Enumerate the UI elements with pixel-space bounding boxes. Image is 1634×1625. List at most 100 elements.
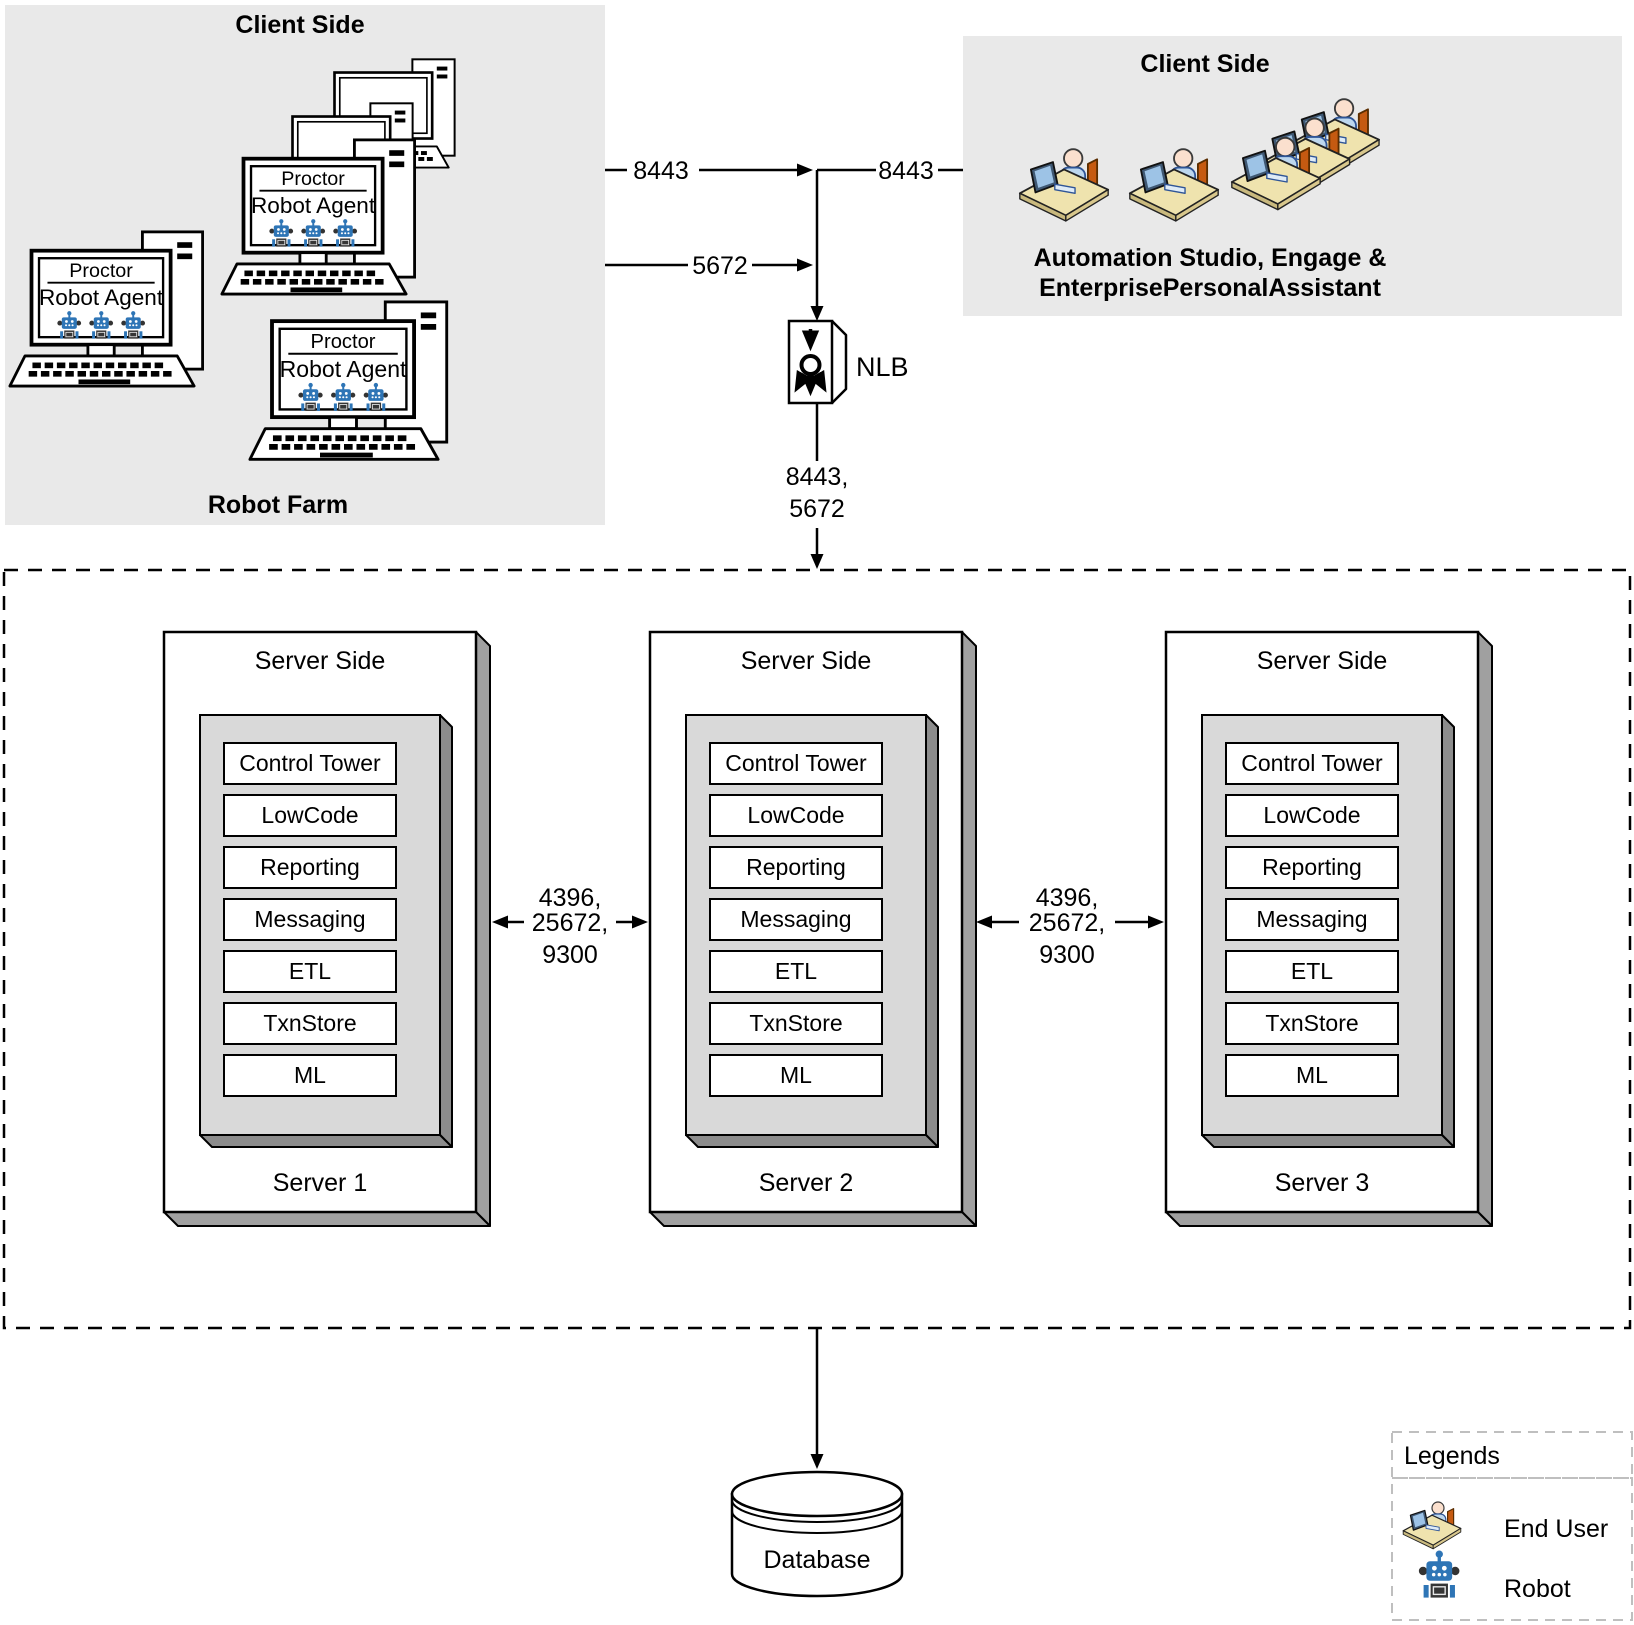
port-label-8443-left: 8443: [633, 157, 689, 185]
server-side-title: Server Side: [741, 647, 872, 675]
component-label: Control Tower: [239, 750, 381, 776]
arrowhead-right: [632, 915, 648, 929]
component-label: Reporting: [1262, 854, 1362, 880]
component-label: Control Tower: [1241, 750, 1383, 776]
component-box: ETL: [223, 950, 397, 993]
component-box: Messaging: [709, 898, 883, 941]
legend-end-user-icon: [1402, 1501, 1462, 1550]
component-box: Control Tower: [709, 742, 883, 785]
server2-server3-link: 4396, 25672, 9300: [976, 884, 1164, 969]
port-label-5672: 5672: [692, 252, 748, 280]
workstation-agent-2: [10, 232, 203, 386]
nlb-label: NLB: [856, 352, 909, 382]
component-box: Messaging: [1225, 898, 1399, 941]
server-farm-boundary: [2, 568, 1632, 1330]
cluster-port-line3: 9300: [1039, 941, 1095, 969]
arrowhead-down: [810, 1454, 824, 1469]
component-label: ML: [780, 1062, 812, 1088]
component-label: ETL: [289, 958, 331, 984]
component-box: Control Tower: [1225, 742, 1399, 785]
right-panel-caption-line1: Automation Studio, Engage &: [1034, 244, 1387, 272]
component-box: LowCode: [1225, 794, 1399, 837]
component-label: ETL: [775, 958, 817, 984]
component-label: LowCode: [261, 802, 358, 828]
component-label: Reporting: [746, 854, 846, 880]
component-box: ETL: [709, 950, 883, 993]
cluster-port-line1: 4396,: [539, 884, 602, 912]
legend-items-box: [1391, 1477, 1633, 1621]
nlb-to-servers-connector: 8443, 5672: [786, 403, 849, 569]
component-box: Reporting: [1225, 846, 1399, 889]
cluster-port-line2: 25672,: [1029, 909, 1105, 937]
arrowhead-down: [810, 554, 824, 569]
component-box: Reporting: [709, 846, 883, 889]
legend-end-user-label: End User: [1504, 1515, 1608, 1543]
cluster-port-line3: 9300: [542, 941, 598, 969]
server-side-title: Server Side: [1257, 647, 1388, 675]
legend-title-box: [1391, 1431, 1633, 1479]
client-side-end-users-panel: Client Side Automation Studio, Engage & …: [963, 36, 1622, 316]
arrowhead-left: [976, 915, 992, 929]
database-label: Database: [763, 1546, 870, 1574]
component-label: Messaging: [254, 906, 365, 932]
server-3: Server Side Control Tower LowCode Report…: [1164, 630, 1493, 1227]
trunk-port-label-line2: 5672: [789, 495, 845, 523]
load-balancer-icon: [794, 329, 827, 397]
server-name: Server 2: [759, 1169, 853, 1197]
arrowhead-right: [797, 258, 813, 272]
server-1: Server Side Control Tower LowCode Report…: [162, 630, 491, 1227]
component-box: TxnStore: [709, 1002, 883, 1045]
component-box: LowCode: [223, 794, 397, 837]
database: Database: [730, 1329, 904, 1598]
arrowhead-left: [492, 915, 508, 929]
component-label: LowCode: [1263, 802, 1360, 828]
component-label: TxnStore: [1265, 1010, 1358, 1036]
component-box: ETL: [1225, 950, 1399, 993]
component-box: TxnStore: [1225, 1002, 1399, 1045]
arrowhead-right: [1148, 915, 1164, 929]
component-box: ML: [709, 1054, 883, 1097]
server1-server2-link: 4396, 25672, 9300: [492, 884, 648, 969]
workstation-agent-1: [222, 140, 415, 294]
port-label-8443-right: 8443: [878, 157, 934, 185]
server-2: Server Side Control Tower LowCode Report…: [648, 630, 977, 1227]
component-box: ML: [1225, 1054, 1399, 1097]
legend-robot-icon: [1418, 1549, 1461, 1599]
server-side-title: Server Side: [255, 647, 386, 675]
component-label: LowCode: [747, 802, 844, 828]
component-label: Reporting: [260, 854, 360, 880]
component-label: Messaging: [740, 906, 851, 932]
component-box: LowCode: [709, 794, 883, 837]
component-box: ML: [223, 1054, 397, 1097]
robot-farm-caption: Robot Farm: [208, 491, 348, 519]
client-to-nlb-connectors: 8443 8443 5672: [605, 157, 963, 321]
arrowhead-right: [797, 163, 813, 177]
component-label: TxnStore: [749, 1010, 842, 1036]
workstation-agent-3: [250, 302, 447, 459]
server-name: Server 1: [273, 1169, 367, 1197]
right-panel-caption-line2: EnterprisePersonalAssistant: [1039, 274, 1381, 302]
legend-robot-label: Robot: [1504, 1575, 1571, 1603]
server-name: Server 3: [1275, 1169, 1369, 1197]
component-box: Control Tower: [223, 742, 397, 785]
cluster-port-line2: 25672,: [532, 909, 608, 937]
arrowhead-down: [810, 306, 824, 321]
network-load-balancer: NLB: [787, 319, 909, 405]
component-label: TxnStore: [263, 1010, 356, 1036]
cluster-port-line1: 4396,: [1036, 884, 1099, 912]
legend-title: Legends: [1404, 1442, 1500, 1470]
component-label: Control Tower: [725, 750, 867, 776]
left-panel-title: Client Side: [235, 11, 364, 39]
component-box: TxnStore: [223, 1002, 397, 1045]
component-label: Messaging: [1256, 906, 1367, 932]
trunk-port-label-line1: 8443,: [786, 463, 849, 491]
right-panel-title: Client Side: [1140, 50, 1269, 78]
component-box: Reporting: [223, 846, 397, 889]
client-side-robot-farm-panel: Client Side Robot Farm: [5, 5, 605, 525]
component-box: Messaging: [223, 898, 397, 941]
database-cylinder-top: [730, 1470, 904, 1518]
component-label: ML: [1296, 1062, 1328, 1088]
component-label: ML: [294, 1062, 326, 1088]
nlb-side-fold: [831, 320, 848, 404]
